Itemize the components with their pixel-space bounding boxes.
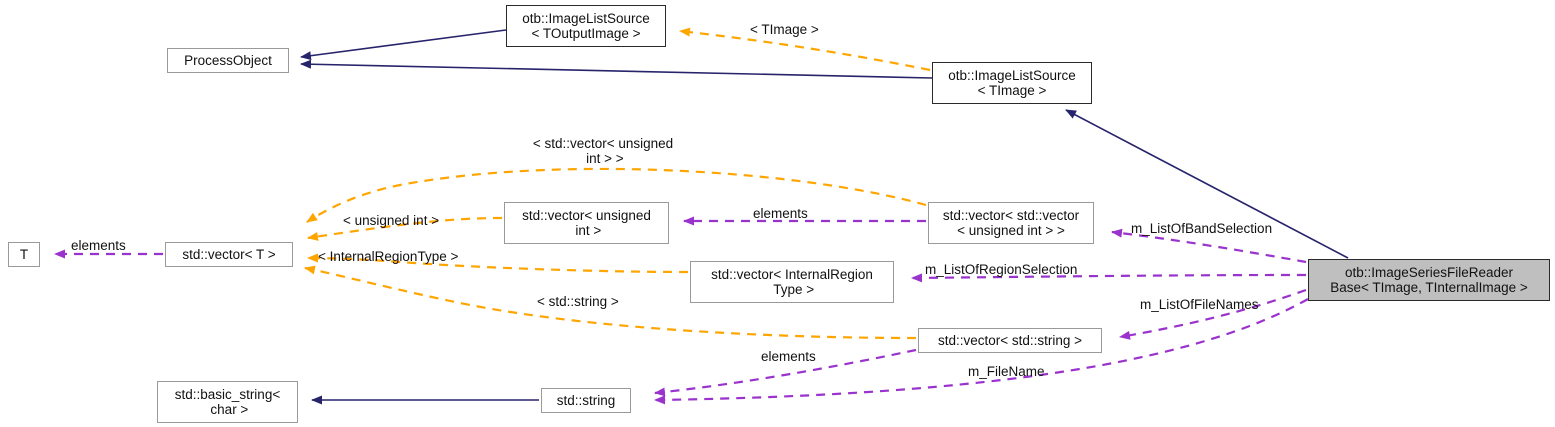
node-std-string[interactable]: std::string [541,388,631,413]
edge-label-m-listofbandselection: m_ListOfBandSelection [1131,221,1273,236]
node-processobject[interactable]: ProcessObject [167,48,289,73]
edge-imagelistsource-timage-to-processobject [300,59,933,79]
edge-label-elements-vector-uint: elements [753,206,808,221]
node-otb-imageseriesfilereaderbase[interactable]: otb::ImageSeriesFileReader Base< TImage,… [1308,259,1550,301]
node-t[interactable]: T [8,242,40,267]
edge-label-elements-string: elements [761,349,816,364]
edge-label-vector-unsigned-int-template: < std::vector< unsigned int > > [532,136,674,166]
edge-template-vector-internalregiontype [307,253,689,274]
node-otb-imagelistsource-toutputimage[interactable]: otb::ImageListSource < TOutputImage > [506,5,666,47]
edge-label-internalregiontype-template: < InternalRegionType > [318,249,459,264]
edge-label-std-string-template: < std::string > [537,294,619,309]
edge-imagelistsource-toutput-to-processobject [300,29,507,61]
edge-label-timage-template: < TImage > [750,22,819,37]
node-std-vector-t[interactable]: std::vector< T > [165,242,293,267]
edge-label-m-listoffilenames: m_ListOfFileNames [1140,297,1259,312]
edge-template-vector-string [304,265,917,340]
node-std-vector-vector-unsigned-int[interactable]: std::vector< std::vector < unsigned int … [928,202,1094,244]
edge-label-elements-t: elements [71,238,126,253]
edge-m-listofregionselection [911,273,1307,283]
edge-m-filename [654,298,1309,405]
edge-template-vector-uint [307,216,503,241]
node-otb-imagelistsource-timage[interactable]: otb::ImageListSource < TImage > [932,62,1092,104]
edge-label-unsigned-int-template: < unsigned int > [343,213,440,228]
node-std-vector-std-string[interactable]: std::vector< std::string > [918,328,1102,353]
edge-label-m-listofregionselection: m_ListOfRegionSelection [925,262,1078,277]
edge-template-timage [679,27,931,72]
node-std-vector-unsigned-int[interactable]: std::vector< unsigned int > [504,202,669,244]
node-std-basic-string-char[interactable]: std::basic_string< char > [157,381,298,423]
edge-m-listofbandselection [1111,228,1307,264]
edge-label-m-filename: m_FileName [968,364,1045,379]
node-std-vector-internalregiontype[interactable]: std::vector< InternalRegion Type > [690,261,894,303]
edge-elements-vectorstring-to-string [654,348,917,397]
edge-template-vector-vector-uint [306,167,927,223]
edge-m-listoffilenames [1119,288,1307,340]
edge-reader-to-imagelistsource-timage [1065,109,1349,259]
